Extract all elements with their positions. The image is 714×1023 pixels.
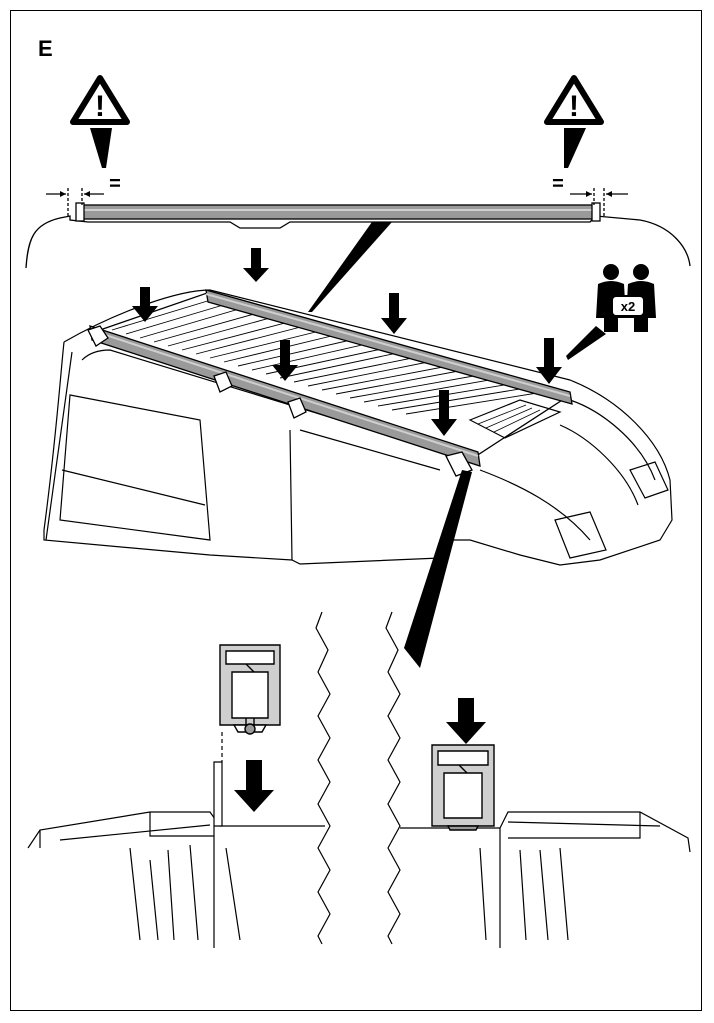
down-arrow-icon: [431, 390, 457, 436]
van-rear-light-lower: [554, 511, 607, 559]
right-roof-section: [400, 811, 691, 853]
down-arrow-icon: [536, 338, 562, 384]
van-isometric-view: [43, 289, 673, 566]
equal-distance-icon: =: [109, 173, 121, 195]
roof-rail-side: [81, 204, 595, 220]
warning-right: ! =: [544, 75, 604, 195]
rail-clamp: [287, 397, 307, 419]
van-body-outline: [43, 289, 673, 566]
rail-profile-mounted: [431, 744, 495, 831]
detail-cross-sections: [27, 611, 691, 948]
warning-triangle-icon: [544, 75, 604, 125]
vehicle-roof-profile: [25, 215, 691, 269]
callout-wedge-top: [308, 222, 392, 312]
side-profile-view: [25, 188, 691, 269]
break-line-right: [385, 611, 401, 945]
badge-pointer: [566, 326, 606, 360]
down-arrow-icon: [243, 248, 269, 282]
two-persons-badge: x2: [566, 264, 656, 360]
rail-clamp: [87, 325, 109, 347]
roof-clip-left: [213, 761, 223, 827]
equal-distance-icon: =: [552, 173, 564, 195]
right-gap-dimension: [570, 188, 628, 218]
down-arrow-icon: [234, 760, 274, 812]
van-side-window: [59, 394, 211, 541]
warning-symbol-right: !: [569, 90, 579, 123]
down-arrow-icon: [132, 287, 158, 322]
count-badge: [611, 295, 645, 317]
warning-pointer-right: [564, 128, 586, 168]
callout-wedge-bottom: [404, 470, 472, 668]
warning-triangle-icon: [70, 75, 130, 125]
rail-clamp: [213, 371, 233, 393]
down-arrow-icon: [446, 698, 486, 744]
down-arrow-icon: [381, 293, 407, 334]
roof-rail-far: [205, 289, 573, 405]
rear-grate-panel: [468, 399, 562, 439]
arrows-on-vehicle: [132, 248, 562, 436]
roof-rails-installed: [87, 289, 573, 477]
left-roof-section: [27, 811, 325, 849]
warning-left: ! =: [70, 75, 130, 195]
page-frame: [10, 10, 702, 1011]
left-gap-dimension: [46, 188, 104, 218]
van-rear-light-upper: [629, 461, 669, 499]
break-line-left: [315, 611, 331, 945]
rail-clamp: [445, 451, 473, 477]
warning-symbol-left: !: [95, 90, 105, 123]
person-count-label: x2: [621, 299, 635, 314]
warning-pointer-left: [90, 128, 112, 168]
rail-profile-detached: [219, 644, 281, 735]
step-letter: E: [38, 36, 53, 61]
down-arrow-icon: [272, 340, 298, 381]
